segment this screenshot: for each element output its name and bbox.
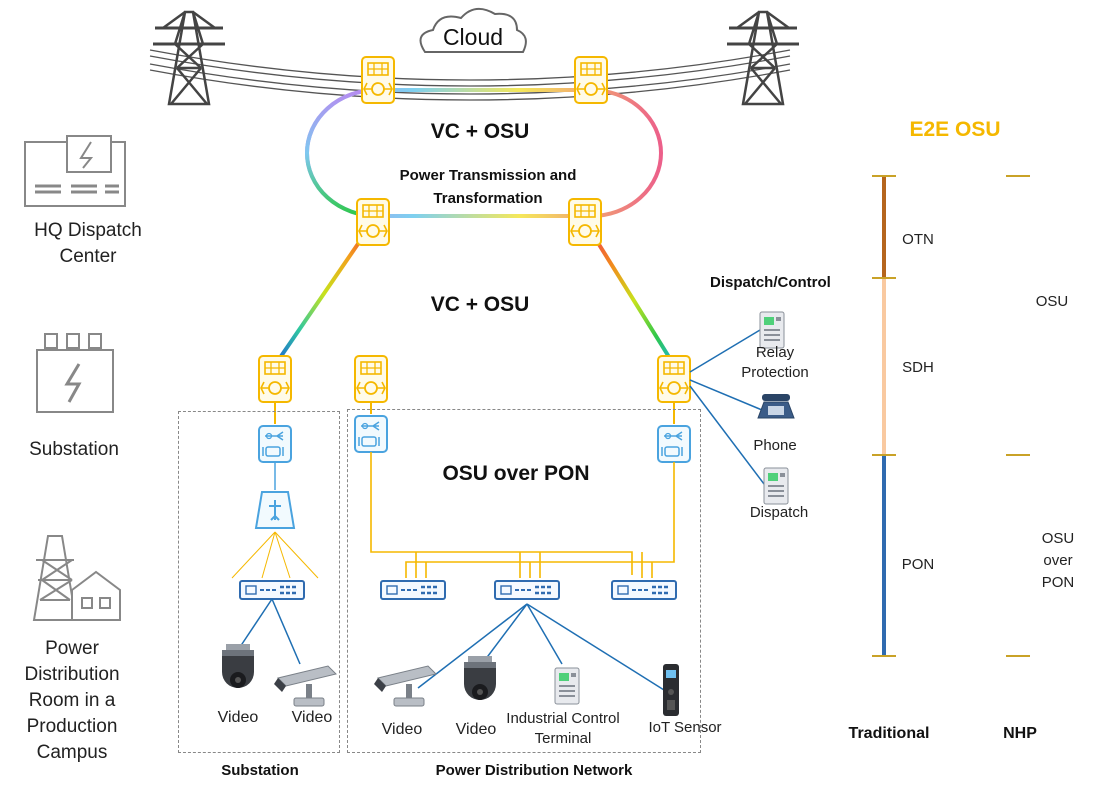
osu-device-icon[interactable]	[361, 56, 395, 104]
split-line	[231, 531, 276, 579]
legend-osu: OSU	[1035, 293, 1069, 310]
iot-sensor-icon[interactable]	[663, 664, 679, 716]
legend-ticks	[872, 175, 1030, 657]
splitter-glyph	[269, 500, 281, 521]
power-line	[149, 69, 791, 101]
link-left	[273, 220, 375, 367]
split-line	[261, 531, 276, 579]
pdn-video-1-label: Video	[381, 721, 423, 738]
power-line	[149, 49, 791, 81]
substation-icon	[36, 333, 114, 413]
osu-device-icon[interactable]	[657, 355, 691, 403]
link-dispatch	[689, 385, 765, 485]
legend-otn: OTN	[902, 231, 934, 248]
substation-zone-label: Substation	[221, 762, 299, 779]
phone-label: Phone	[753, 437, 797, 454]
sub-video-1-label: Video	[217, 709, 259, 726]
iot-sensor-label: IoT Sensor	[648, 719, 722, 736]
distribution-room-label: Power Distribution Room in a Production …	[24, 638, 120, 763]
top-ring-name: Power Transmission and Transformation	[399, 167, 577, 207]
substation-zone	[178, 411, 340, 753]
cloud-icon	[419, 7, 527, 53]
pylon-icon	[725, 10, 801, 106]
power-line	[149, 55, 791, 87]
pdn-video-2-label: Video	[455, 721, 497, 738]
osu-device-icon[interactable]	[574, 56, 608, 104]
pdn-zone	[347, 409, 701, 753]
legend-traditional: Traditional	[848, 725, 930, 742]
legend-sdh: SDH	[902, 359, 934, 376]
dispatch-title: Dispatch/Control	[710, 274, 831, 291]
substation-label: Substation	[29, 439, 119, 460]
mid-ring-protocol: VC + OSU	[430, 293, 530, 316]
distribution-room-icon	[32, 535, 121, 621]
link-pdn-terminal	[526, 603, 563, 665]
pdn-zone-label: Power Distribution Network	[435, 762, 633, 779]
split-line	[274, 531, 291, 579]
ring-left-arc	[305, 88, 378, 218]
legend-nhp: NHP	[1003, 725, 1037, 742]
pdn-bus	[370, 452, 675, 578]
link-relay	[689, 329, 761, 373]
link-pdn-cam2	[481, 603, 528, 665]
sub-video-2-label: Video	[291, 709, 333, 726]
industrial-terminal-label: Industrial Control Terminal	[506, 710, 620, 747]
hq-dispatch-icon	[24, 135, 126, 207]
legend-osu-over-pon: OSU over PON	[1041, 530, 1075, 591]
link-phone	[689, 379, 763, 411]
link-sub-cam1	[237, 598, 273, 651]
osu-device-icon[interactable]	[258, 355, 292, 403]
legend-pon: PON	[901, 556, 935, 573]
link-right	[583, 220, 676, 367]
legend-title: E2E OSU	[909, 118, 1001, 141]
power-line	[149, 63, 791, 95]
top-ring-protocol: VC + OSU	[430, 120, 530, 143]
dispatch-label: Dispatch	[749, 504, 809, 521]
link-sub-cam2	[271, 598, 301, 665]
pon-label: OSU over PON	[442, 462, 590, 485]
phone-icon[interactable]	[757, 394, 795, 419]
hq-label: HQ Dispatch Center	[34, 220, 142, 267]
split-line	[274, 531, 319, 579]
link-pdn-iot	[526, 603, 665, 691]
cloud-label: Cloud	[442, 24, 504, 50]
dispatch-device-icon[interactable]	[763, 467, 789, 505]
osu-device-icon[interactable]	[354, 355, 388, 403]
relay-label: Relay Protection	[741, 344, 809, 381]
